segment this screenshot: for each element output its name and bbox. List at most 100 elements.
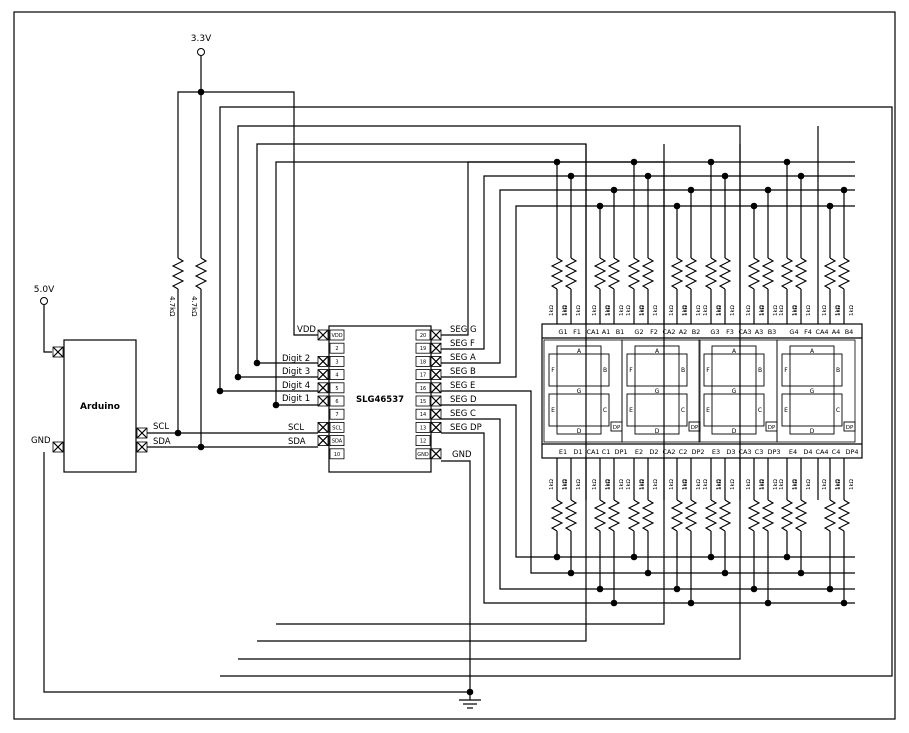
net-seg-b-label: SEG B [450, 367, 476, 377]
chip-left-pin-label: 7 [335, 412, 338, 418]
supply-5v0: 5.0V [34, 285, 55, 353]
resistor-label: 1kΩ [605, 305, 611, 316]
resistor-label: 1kΩ [759, 479, 765, 490]
arduino-block: Arduino SCL SDA GND [31, 339, 171, 473]
display-bottom-pin-label: CA1 [586, 448, 599, 456]
resistor-label: 1kΩ [592, 305, 598, 316]
display-bottom-pin-label: DP4 [845, 448, 858, 456]
arduino-gnd-label: GND [31, 436, 51, 446]
resistor-label: 1kΩ [822, 479, 828, 490]
display-bottom-pin-label: E4 [789, 448, 797, 456]
resistor-label: 1kΩ [653, 479, 659, 490]
svg-text:G: G [577, 388, 582, 395]
display-top-pin-label: G3 [710, 328, 719, 336]
chip-right-pin-6: 15 [415, 395, 442, 407]
resistor-label: 1kΩ [779, 305, 785, 316]
display-top-pin-label: G4 [789, 328, 798, 336]
svg-text:C: C [758, 407, 762, 414]
chip-right-pin-label: 12 [420, 439, 426, 445]
svg-text:A: A [655, 348, 660, 355]
display-bottom-pin-label: C4 [832, 448, 841, 456]
chip-left-pin-6: 6 [317, 395, 345, 407]
arduino-scl-label: SCL [153, 422, 169, 432]
resistor-label: 1kΩ [703, 479, 709, 490]
svg-text:E: E [706, 407, 710, 414]
chip-right-pin-4: 17 [415, 369, 442, 381]
display-bottom-pin-label: E3 [712, 448, 720, 456]
net-seg-c-label: SEG C [450, 409, 476, 419]
display-bottom-pin-label: D1 [573, 448, 582, 456]
svg-text:E: E [784, 407, 788, 414]
net-scl-label: SCL [288, 423, 304, 433]
resistor-label: 1kΩ [682, 305, 688, 316]
display-bottom-pin-label: CA4 [815, 448, 828, 456]
resistor-label: 1kΩ [849, 479, 855, 490]
resistor-label: 1kΩ [549, 479, 555, 490]
net-seg-d-label: SEG D [450, 395, 477, 405]
chip-left-pin-10: 10 [329, 448, 345, 460]
resistor-label: 1kΩ [836, 479, 842, 490]
display-bottom-pin-label: CA3 [738, 448, 751, 456]
pullup-1-label: 4.7kΩ [168, 296, 176, 317]
display-bottom-pin-label: DP2 [691, 448, 704, 456]
resistor-label: 1kΩ [576, 479, 582, 490]
svg-text:DP: DP [846, 425, 854, 431]
resistor-label: 1kΩ [626, 305, 632, 316]
svg-text:G: G [732, 388, 737, 395]
svg-text:B: B [836, 367, 840, 374]
chip-right-pin-label: 16 [420, 386, 426, 392]
chip-right-pin-label: 14 [420, 412, 426, 418]
svg-text:F: F [784, 367, 788, 374]
display-bottom-pin-label: C2 [679, 448, 688, 456]
resistor-label: 1kΩ [730, 305, 736, 316]
display-top-pin-label: CA4 [815, 328, 828, 336]
chip-right-pin-1: 20 [415, 329, 442, 341]
svg-text:G: G [810, 388, 815, 395]
resistor-label: 1kΩ [792, 305, 798, 316]
resistor-label: 1kΩ [773, 479, 779, 490]
chip-left-pin-label: 4 [335, 373, 338, 379]
svg-text:DP: DP [613, 425, 621, 431]
svg-text:E: E [551, 407, 555, 414]
display-top-pin-label: A2 [679, 328, 688, 336]
supply-3v3: 3.3V [191, 34, 212, 258]
svg-text:DP: DP [691, 425, 699, 431]
resistor-label: 1kΩ [716, 305, 722, 316]
display-top-pin-label: F2 [650, 328, 658, 336]
resistor-label: 1kΩ [682, 479, 688, 490]
net-seg-dp-label: SEG DP [450, 423, 482, 433]
svg-text:D: D [577, 428, 582, 435]
chip-right-pin-label: 17 [420, 373, 426, 379]
resistor-label: 1kΩ [822, 305, 828, 316]
display-top-pin-label: F1 [573, 328, 581, 336]
pullup-2-label: 4.7kΩ [190, 296, 198, 317]
display-bottom-pin-label: D3 [726, 448, 735, 456]
resistor-label: 1kΩ [835, 479, 841, 490]
chip-left-pin-label: 10 [334, 452, 340, 458]
svg-text:B: B [603, 367, 607, 374]
resistor-label: 1kΩ [779, 479, 785, 490]
resistor-label: 1kΩ [576, 305, 582, 316]
resistor-label: 1kΩ [563, 305, 569, 316]
svg-text:B: B [758, 367, 762, 374]
chip-right-pin-label: 18 [420, 359, 426, 365]
svg-text:D: D [732, 428, 737, 435]
resistor-label: 1kΩ [562, 479, 568, 490]
resistor-label: 1kΩ [716, 479, 722, 490]
chip-right-pin-7: 14 [415, 408, 442, 420]
display-top-pin-label: A4 [832, 328, 841, 336]
chip-right-pin-8: 13 [415, 421, 442, 433]
chip-left-pin-label: 5 [335, 386, 338, 392]
resistor-label: 1kΩ [639, 305, 645, 316]
display-bottom-pin-label: DP1 [614, 448, 627, 456]
resistor-label: 1kΩ [640, 479, 646, 490]
chip-left-pin-label: SDA [332, 439, 343, 445]
pullup-resistors: 4.7kΩ 4.7kΩ [168, 88, 208, 451]
resistor-label: 1kΩ [703, 305, 709, 316]
chip-name: SLG46537 [356, 395, 404, 405]
chip-right-pin-label: 15 [420, 399, 426, 405]
chip-left-pin-label: 3 [335, 359, 338, 365]
